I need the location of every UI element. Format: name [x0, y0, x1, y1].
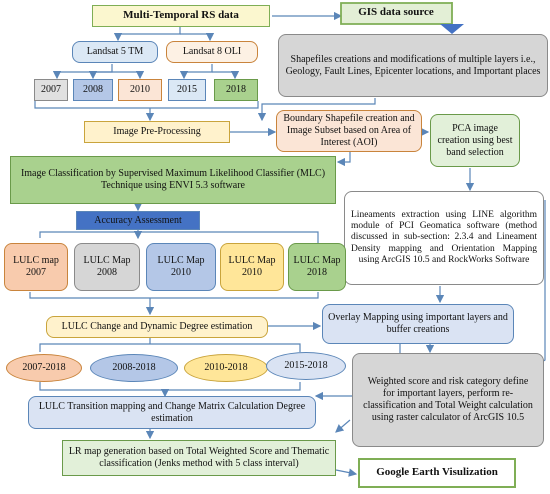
lulc-2008-node: LULC Map 2008 [74, 243, 140, 291]
landsat5-node: Landsat 5 TM [72, 41, 158, 63]
arrow-landsat5-2010 [112, 70, 145, 80]
lulc-2010b-node: LULC Map 2010 [220, 243, 284, 291]
pca-node: PCA image creation using best band selec… [430, 114, 520, 167]
arrow-gis-preproc [257, 98, 376, 122]
arrow-rs-to-landsat8 [180, 32, 215, 42]
bracket-ellipses [39, 343, 301, 352]
period-2010-2018-node: 2010-2018 [184, 354, 268, 382]
arrow-landsat5-2007 [52, 64, 113, 80]
shapefiles-node: Shapefiles creations and modifications o… [278, 34, 548, 97]
transition-mapping-node: LULC Transition mapping and Change Matri… [28, 396, 316, 429]
arrow-rs-to-landsat5 [113, 26, 181, 42]
classification-node: Image Classification by Supervised Maxim… [10, 156, 336, 204]
period-2007-2018-node: 2007-2018 [6, 354, 82, 382]
arrow-landsat8-2018 [212, 70, 240, 80]
gis-source-node: GIS data source [358, 6, 434, 19]
bracket-years [34, 101, 259, 109]
lineaments-node: Lineaments extraction using LINE algorit… [344, 191, 544, 285]
year-2008-node: 2008 [73, 79, 113, 101]
bracket-lulc-top [39, 231, 319, 246]
arrow-weighted-lr [335, 419, 351, 433]
lulc-2010a-node: LULC Map 2010 [146, 243, 216, 291]
arrow-landsat5-2008 [88, 70, 112, 80]
year-2010-node: 2010 [118, 79, 162, 101]
change-dynamic-node: LULC Change and Dynamic Degree estimatio… [46, 316, 268, 338]
multi-temporal-rs-node: Multi-Temporal RS data [92, 5, 270, 27]
boundary-shapefile-node: Boundary Shapefile creation and Image Su… [276, 110, 422, 152]
weighted-score-node: Weighted score and risk category define … [352, 353, 544, 447]
period-2008-2018-node: 2008-2018 [90, 354, 178, 382]
accuracy-node: Accuracy Assessment [76, 211, 200, 230]
gis-source-arrow-shape [340, 2, 464, 34]
preprocessing-node: Image Pre-Processing [84, 121, 230, 143]
arrow-landsat8-2015 [179, 64, 213, 80]
lulc-2007-node: LULC map 2007 [4, 243, 68, 291]
bracket-ellipses-bottom [39, 382, 301, 391]
lr-map-node: LR map generation based on Total Weighte… [62, 440, 336, 476]
google-earth-node: Google Earth Visulization [358, 458, 516, 488]
landsat8-node: Landsat 8 OLI [166, 41, 258, 63]
year-2015-node: 2015 [168, 79, 206, 101]
arrow-boundary-class [336, 152, 351, 167]
period-2015-2018-node: 2015-2018 [266, 352, 346, 380]
bracket-lulc-bottom [29, 292, 319, 299]
lulc-2018-node: LULC Map 2018 [288, 243, 346, 291]
overlay-mapping-node: Overlay Mapping using important layers a… [322, 304, 514, 344]
arrow-lr-google [335, 468, 358, 477]
year-2007-node: 2007 [34, 79, 68, 101]
year-2018-node: 2018 [214, 79, 258, 101]
